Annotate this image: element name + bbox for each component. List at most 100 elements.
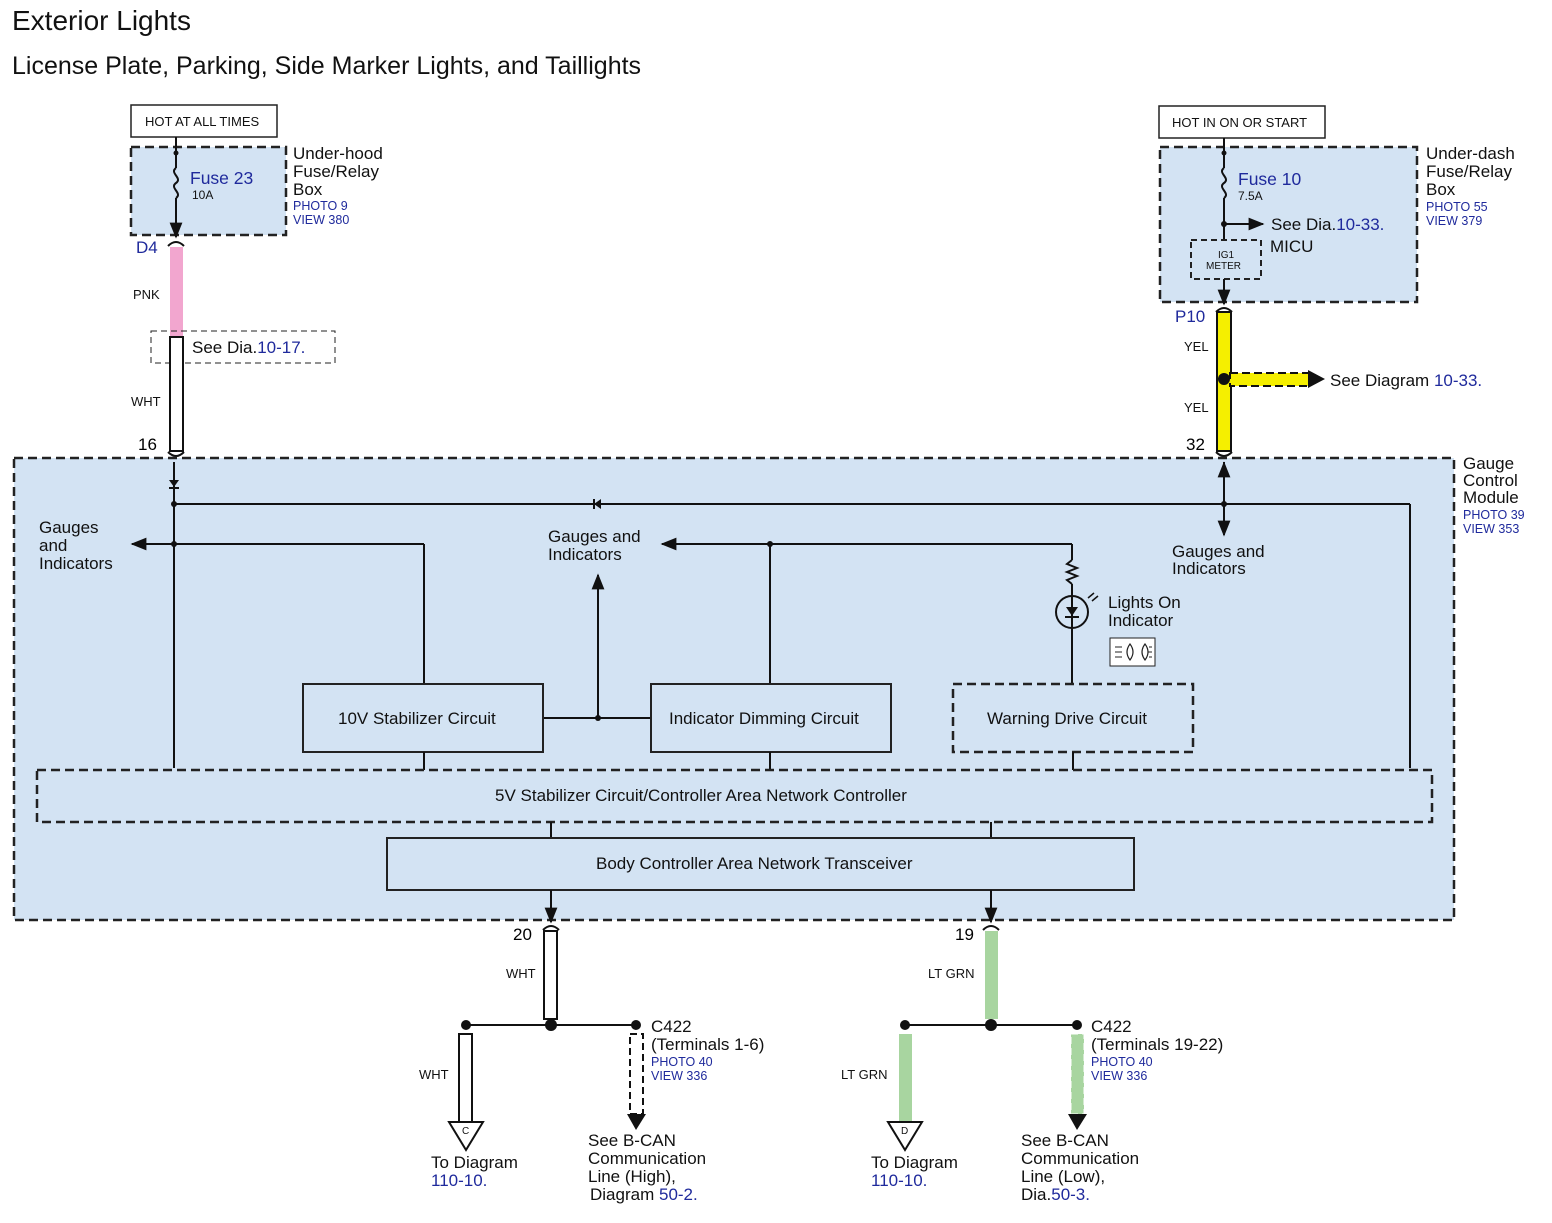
underdash-box-line-3: Box [1426,180,1456,199]
gauges-center-line-2: Indicators [548,545,622,564]
module-name-line-3: Module [1463,488,1519,507]
can-low-c422-view[interactable]: VIEW 336 [1091,1069,1147,1083]
underdash-box-line-2: Fuse/Relay [1426,162,1512,181]
module-view-ref[interactable]: VIEW 353 [1463,522,1519,536]
can-high-see-ref[interactable]: 50-2. [659,1185,698,1204]
see-diagram-10-33-text: See Diagram 10-33. [1330,371,1482,390]
yel-splice-point [1218,373,1230,385]
fuse-23-rating: 10A [192,188,213,202]
can-high-c422-view[interactable]: VIEW 336 [651,1069,707,1083]
indicator-dimming-block [650,683,892,753]
pnk-wire [170,247,183,337]
can-high-to-diagram-ref[interactable]: 110-10. [431,1171,487,1190]
can-high-branch: 20 WHT WHT C To Diagram 110-10. C422 (Te… [419,925,764,1204]
see-dia-10-17-text: See Dia.10-17. [192,338,305,357]
see-dia-10-33-ref[interactable]: 10-33. [1336,215,1384,234]
fuse-23-name: Fuse 23 [190,168,253,188]
module-name-line-2: Control [1463,471,1518,490]
hot-in-on-or-start-label: HOT IN ON OR START [1172,115,1307,130]
can-low-see-ref[interactable]: 50-3. [1051,1185,1090,1204]
fuse-10-name: Fuse 10 [1238,169,1301,189]
yel-wire-lower-label: YEL [1184,400,1209,415]
page-title: Exterior Lights [12,5,191,36]
underhood-box-line-3: Box [293,180,323,199]
warning-drive-label: Warning Drive Circuit [987,709,1147,728]
gauges-left-line-1: Gauges [39,518,99,537]
can-low-see-line-2: Communication [1021,1149,1139,1168]
ig1-meter-box [1190,239,1262,280]
can-low-c422-photo[interactable]: PHOTO 40 [1091,1055,1153,1069]
can-high-c422-photo[interactable]: PHOTO 40 [651,1055,713,1069]
hot-at-all-times-label: HOT AT ALL TIMES [145,114,259,129]
underhood-fuse-box [129,145,288,237]
see-dia-10-17-ref[interactable]: 10-17. [257,338,305,357]
can-low-branch-wire-label: LT GRN [841,1067,887,1082]
can-high-splice-point [545,1019,557,1031]
terminal-20-label: 20 [513,925,532,944]
can-low-see-line-3: Line (Low), [1021,1167,1105,1186]
underdash-box-line-1: Under-dash [1426,144,1515,163]
can-low-see-line-4: Dia.50-3. [1021,1185,1090,1204]
light-rays-icon [1087,592,1099,602]
can-low-c422-arrow-icon [1068,1114,1087,1130]
see-diagram-10-33-ref[interactable]: 10-33. [1434,371,1482,390]
connector-p10-label: P10 [1175,307,1205,326]
see-dia-10-17-box [150,330,336,364]
fuse-10-rating: 7.5A [1238,189,1263,203]
can-low-wire-label: LT GRN [928,966,974,981]
can-high-wht-wire [543,930,558,1020]
can-high-see-line-1: See B-CAN [588,1131,676,1150]
yel-wire-upper-label: YEL [1184,339,1209,354]
gauges-left-line-3: Indicators [39,554,113,573]
terminal-19-label: 19 [955,925,974,944]
can-low-c422-wire [1070,1033,1085,1115]
headlight-indicator-icon [1109,637,1156,667]
resistor-icon [1064,559,1080,585]
can-high-to-diagram: To Diagram [431,1153,518,1172]
wht-wire-left-label: WHT [131,394,161,409]
flag-c-label: C [462,1126,469,1137]
can-low-grn-wire [985,931,998,1019]
underdash-photo-ref[interactable]: PHOTO 55 [1426,200,1488,214]
see-dia-10-33-text: See Dia.10-33. [1271,215,1384,234]
yel-branch-wire [1229,372,1311,387]
can-high-c422-terms: (Terminals 1-6) [651,1035,764,1054]
terminal-32-connector-icon [1215,451,1233,457]
can-low-c422-label: C422 [1091,1017,1132,1036]
underdash-view-ref[interactable]: VIEW 379 [1426,214,1482,228]
warning-drive-block [951,682,1195,754]
can-high-c422-arrow-icon [627,1114,646,1130]
micu-label: MICU [1270,237,1313,256]
gauges-right-line-1: Gauges and [1172,542,1265,561]
module-photo-ref[interactable]: PHOTO 39 [1463,508,1525,522]
connector-d4-icon [167,241,185,247]
lights-on-line-2: Indicator [1108,611,1174,630]
indicator-dimming-label: Indicator Dimming Circuit [669,709,859,728]
meter-label: METER [1206,261,1241,272]
10v-stabilizer-block [302,683,544,753]
flag-d-label: D [901,1126,908,1137]
diode-left-icon [169,480,179,487]
lights-on-line-1: Lights On [1108,593,1181,612]
body-can-transceiver-block [386,837,1135,891]
yel-branch-arrow-icon [1308,370,1325,388]
can-high-see-line-3: Line (High), [588,1167,676,1186]
can-low-see-line-1: See B-CAN [1021,1131,1109,1150]
fuse-23-icon [173,167,179,199]
can-high-see-line-2: Communication [588,1149,706,1168]
wht-wire-left [169,336,184,452]
flag-d-icon [886,1121,924,1152]
can-low-branch: 19 LT GRN LT GRN D To Diagram 110-10. C4… [841,925,1223,1204]
diode-top-icon [594,499,601,509]
ig1-label: IG1 [1218,250,1235,261]
can-low-to-diagram-ref[interactable]: 110-10. [871,1171,927,1190]
underhood-view-ref[interactable]: VIEW 380 [293,213,349,227]
underhood-photo-ref[interactable]: PHOTO 9 [293,199,348,213]
connector-d4-label: D4 [136,238,158,257]
10v-stabilizer-label: 10V Stabilizer Circuit [338,709,496,728]
terminal-32-label: 32 [1186,435,1205,454]
right-power-source: HOT IN ON OR START Fuse 10 7.5A See Dia.… [1158,105,1515,457]
can-low-to-diagram: To Diagram [871,1153,958,1172]
5v-can-controller-label: 5V Stabilizer Circuit/Controller Area Ne… [495,786,907,805]
pnk-wire-label: PNK [133,287,160,302]
